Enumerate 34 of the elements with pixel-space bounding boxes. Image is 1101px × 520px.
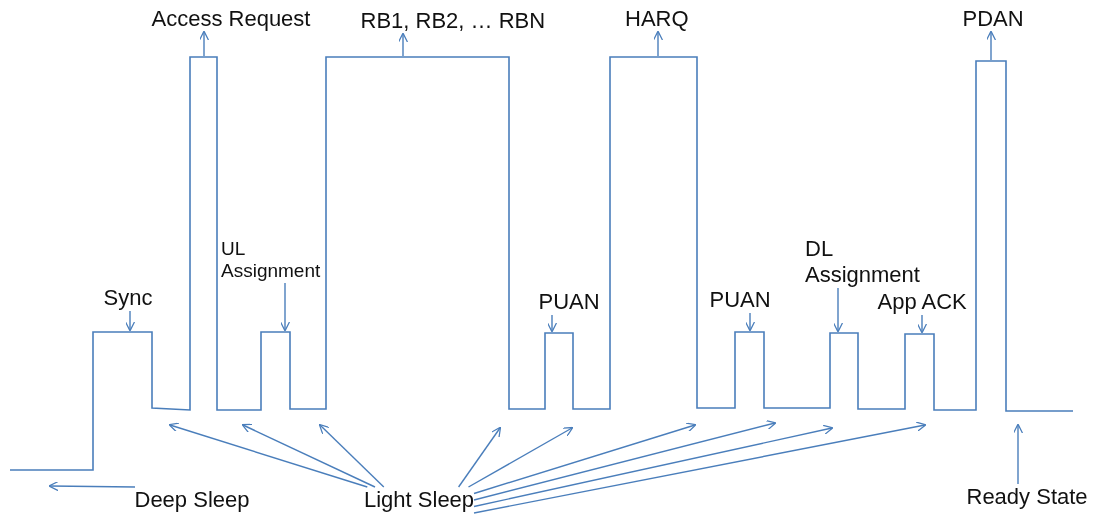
signal-label: Ready State [966,484,1088,510]
leader-arrow [744,312,756,332]
leader-arrow [457,426,502,488]
signal-label: RB1, RB2, … RBN [360,8,546,34]
leader-arrow [318,423,385,488]
leader-arrow [279,282,291,332]
leader-arrow [546,314,558,333]
signal-label: DL Assignment [805,236,930,288]
leader-arrow [473,421,927,514]
leader-arrow [168,422,368,488]
leader-arrow [124,310,136,332]
signal-label: HARQ [625,6,689,32]
leader-arrow [1012,423,1024,485]
signal-label: Deep Sleep [134,487,250,513]
leader-arrow [48,480,136,492]
signal-label: Access Request [151,6,311,32]
leader-arrow [652,30,664,57]
signal-label: App ACK [877,289,967,315]
leader-arrow [985,30,997,61]
leader-arrow [397,32,409,57]
leader-arrow [473,422,697,495]
signal-label: PUAN [538,289,600,315]
leader-arrow [241,423,376,488]
leader-arrow [198,30,210,57]
leader-arrow [467,426,574,488]
signal-label: Sync [103,285,153,311]
leader-arrow [916,314,928,334]
leader-arrow [473,420,777,501]
signal-label: Light Sleep [364,487,475,513]
leader-arrow [473,424,834,508]
signal-label: UL Assignment [221,238,323,283]
signal-label: PDAN [962,6,1024,32]
signal-label: PUAN [709,287,771,313]
leader-arrow [832,287,844,333]
